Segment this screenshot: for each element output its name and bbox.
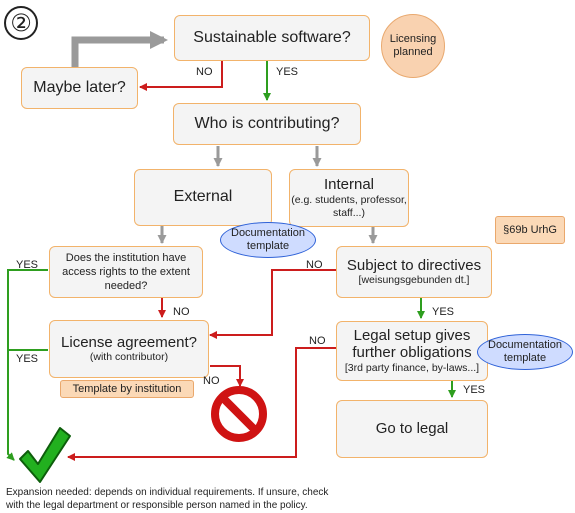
retry-loop-arrow [71,31,168,68]
footnote: Expansion needed: depends on individual … [6,486,571,512]
label-directives-no: NO [306,259,323,271]
node-access-label: Does the institution have access rights … [62,251,190,293]
doc-template-line2: template [246,240,290,252]
node-external: External [134,169,272,226]
node-legal-setup-title: Legal setup gives further obligations [352,327,472,362]
edge-directives-no [209,269,336,339]
node-subject-to-directives: Subject to directives [weisungsgebunden … [336,246,492,298]
node-legal-setup: Legal setup gives further obligations [3… [336,321,488,381]
edge-license-no [210,365,244,387]
node-directives-title: Subject to directives [346,256,482,274]
node-license-agreement: License agreement? (with contributor) [49,320,209,378]
step-number-badge: ② [4,6,38,40]
licensing-planned-badge: Licensing planned [381,14,445,78]
node-sustainable-software: Sustainable software? [174,15,370,61]
node-internal: Internal (e.g. students, professor, staf… [289,169,409,227]
node-external-label: External [173,188,233,206]
node-sustainable-label: Sustainable software? [193,28,351,46]
label-directives-yes: YES [432,306,455,318]
node-maybe-later: Maybe later? [21,67,138,109]
licensing-line1: Licensing [389,32,437,45]
urhg-label: §69b UrhG [503,224,557,236]
label-access-yes: YES [16,259,39,271]
node-who-contributing: Who is contributing? [173,103,361,145]
node-directives-sub: [weisungsgebunden dt.] [358,274,470,287]
label-sustainable-yes: YES [276,66,299,78]
label-legal-no: NO [309,335,326,347]
template-by-institution-tag: Template by institution [60,380,194,398]
urhg-reference-tag: §69b UrhG [495,216,565,244]
label-legal-yes: YES [463,384,486,396]
documentation-template-badge-2: Documentation template [477,334,573,370]
label-sustainable-no: NO [196,66,213,78]
prohibited-icon [211,386,267,442]
edge-access-yes [6,269,48,461]
template-by-institution-label: Template by institution [72,383,182,395]
check-mark-icon [19,427,71,483]
node-internal-title: Internal [323,176,375,194]
node-go-to-legal: Go to legal [336,400,488,458]
edge-legal-no [67,347,336,461]
doc-template-line1: Documentation [231,227,305,240]
footnote-line1: Expansion needed: depends on individual … [6,487,329,498]
node-license-title: License agreement? [61,333,197,351]
label-access-no: NO [173,306,190,318]
node-who-label: Who is contributing? [194,114,340,132]
node-maybe-later-label: Maybe later? [33,78,126,96]
node-go-to-legal-label: Go to legal [375,420,449,438]
documentation-template-badge: Documentation template [220,222,316,258]
doc-template-2-line1: Documentation [488,339,562,352]
edge-sustainable-no [139,60,223,91]
label-license-yes: YES [16,353,39,365]
footnote-line2: with the legal department or responsible… [6,500,308,511]
licensing-line2: planned [393,46,433,58]
label-license-no: NO [203,375,220,387]
node-access-rights: Does the institution have access rights … [49,246,203,298]
node-legal-setup-sub: [3rd party finance, by-laws...] [344,361,480,374]
node-internal-sub: (e.g. students, professor, staff...) [291,193,407,219]
node-license-sub: (with contributor) [89,351,169,364]
doc-template-2-line2: template [503,352,547,364]
